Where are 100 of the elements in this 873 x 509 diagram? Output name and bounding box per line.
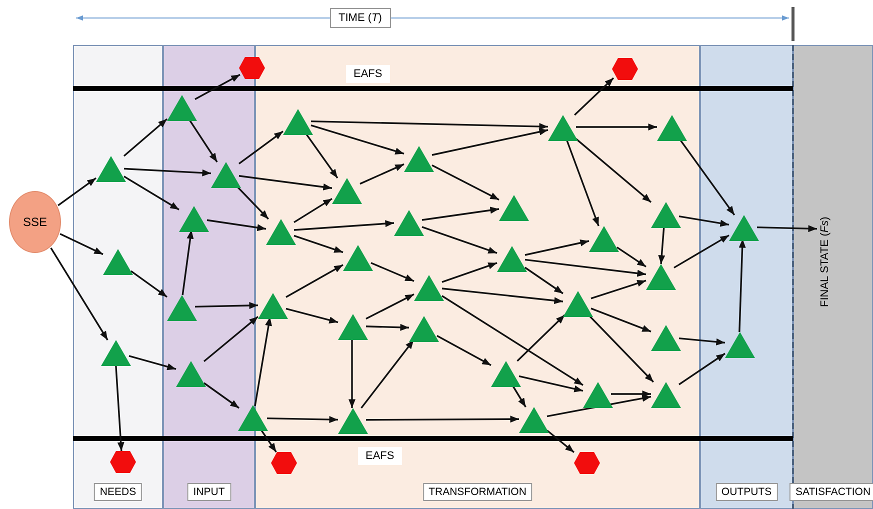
triangle-node: [343, 245, 373, 271]
hexagon-node: [271, 452, 297, 474]
hexagon-node: [110, 451, 136, 473]
arrow: [588, 314, 654, 383]
triangle-node: [563, 291, 593, 317]
arrow: [524, 258, 646, 277]
arrow: [50, 247, 108, 340]
arrow: [422, 206, 500, 221]
arrow: [658, 226, 666, 264]
triangle-node: [657, 115, 687, 141]
time-label: TIME (T): [330, 8, 391, 28]
arrow: [294, 198, 332, 224]
triangle-node: [651, 382, 681, 408]
stage-label: NEEDS: [94, 483, 142, 501]
arrow: [236, 185, 270, 220]
triangle-node: [211, 162, 241, 188]
arrow: [524, 239, 590, 256]
arrow: [130, 270, 168, 298]
triangle-node: [179, 206, 209, 232]
arrow: [366, 416, 519, 423]
arrow: [576, 124, 657, 130]
arrow: [238, 130, 284, 164]
triangle-node: [167, 295, 197, 321]
arrow: [123, 118, 168, 157]
triangle-node: [167, 95, 197, 121]
arrow: [616, 246, 646, 268]
triangle-node: [414, 275, 444, 301]
stage-label: INPUT: [187, 483, 231, 501]
arrow: [524, 266, 564, 294]
arrow: [360, 163, 404, 185]
arrow: [756, 225, 818, 232]
triangle-node: [491, 361, 521, 387]
triangle-node: [176, 361, 206, 387]
arrow: [124, 168, 212, 176]
triangle-node: [497, 246, 527, 272]
arrow: [442, 262, 498, 283]
arrow: [310, 120, 548, 130]
triangle-node: [725, 332, 755, 358]
triangle-node: [266, 219, 296, 245]
arrow: [366, 324, 410, 331]
hexagon-node: [574, 452, 600, 474]
triangle-node: [394, 210, 424, 236]
arrow: [678, 337, 726, 346]
triangle-node: [651, 325, 681, 351]
arrow: [204, 382, 240, 409]
arrow: [360, 339, 414, 409]
arrow: [366, 293, 414, 320]
stage-band: [255, 45, 700, 509]
stage-band: [700, 45, 793, 509]
arrow: [266, 416, 338, 424]
arrow: [286, 264, 344, 298]
triangle-node: [332, 178, 362, 204]
arrow: [436, 334, 492, 366]
arrow: [678, 138, 736, 216]
arrow: [432, 128, 548, 156]
stage-label: TRANSFORMATION: [422, 483, 532, 501]
arrow: [546, 430, 575, 453]
arrow: [370, 262, 414, 282]
arrow: [590, 308, 652, 332]
arrow: [203, 316, 259, 362]
arrow: [286, 308, 338, 324]
arrow: [260, 430, 277, 452]
arrow: [348, 338, 356, 408]
triangle-node: [409, 316, 439, 342]
triangle-node: [519, 407, 549, 433]
arrow: [254, 316, 272, 406]
arrow: [294, 234, 344, 254]
arrow: [442, 295, 584, 386]
arrow: [422, 226, 498, 254]
stage-band: [73, 45, 163, 509]
triangle-node: [548, 115, 578, 141]
triangle-node: [283, 109, 313, 135]
hexagon-node: [612, 58, 638, 80]
arrow: [60, 233, 104, 256]
arrow: [114, 364, 124, 452]
triangle-node: [101, 340, 131, 366]
eafs-label: EAFS: [346, 65, 390, 83]
stage-label: OUTPUTS: [715, 483, 778, 501]
triangle-node: [338, 408, 368, 434]
arrow: [512, 384, 526, 408]
triangle-node: [651, 202, 681, 228]
arrow: [611, 390, 651, 398]
arrow: [194, 74, 240, 100]
hexagon-node: [239, 57, 265, 79]
arrow: [194, 302, 258, 309]
arrow: [182, 230, 194, 296]
arrow: [238, 175, 332, 190]
arrow: [294, 220, 394, 231]
triangle-node: [103, 249, 133, 275]
arrow: [678, 352, 726, 386]
arrow: [188, 118, 218, 162]
arrow: [566, 138, 600, 226]
arrow: [678, 215, 730, 227]
triangle-node: [258, 293, 288, 319]
triangle-node: [583, 382, 613, 408]
triangle-node: [238, 405, 268, 431]
arrow: [206, 219, 266, 232]
triangle-node: [404, 146, 434, 172]
arrow: [432, 164, 500, 201]
triangle-node: [729, 215, 759, 241]
